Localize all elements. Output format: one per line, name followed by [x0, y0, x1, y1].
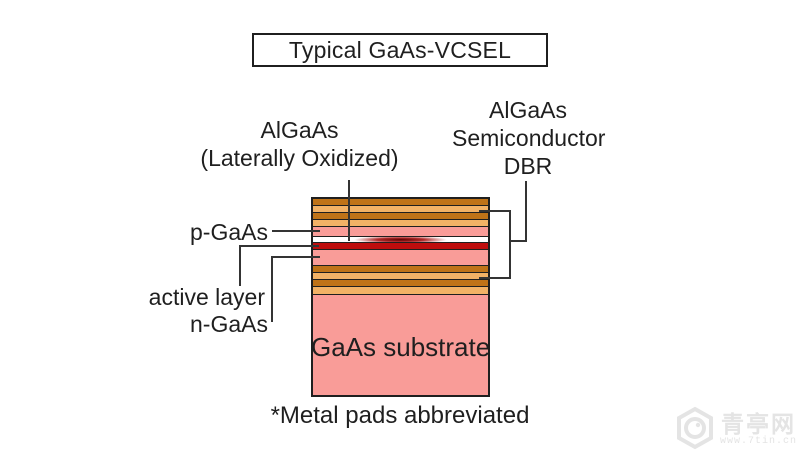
- footnote: *Metal pads abbreviated: [270, 402, 530, 429]
- label-oxidized-line2: (Laterally Oxidized): [200, 145, 399, 171]
- label-p-gaas: p-GaAs: [190, 219, 268, 245]
- layer-dbr-top-dark-2: [313, 213, 488, 220]
- label-semiconductor-dbr: AlGaAs Semiconductor DBR: [452, 96, 606, 180]
- layer-dbr-bottom-dark-1: [313, 266, 488, 273]
- label-active-layer: active layer: [148, 284, 265, 310]
- label-dbr-line2: Semiconductor: [452, 125, 606, 151]
- dbr-label-horizontal: [509, 240, 527, 242]
- layer-active-layer: [313, 243, 488, 250]
- label-dbr-line1: AlGaAs: [489, 97, 567, 123]
- n-gaas-pointer-vertical: [271, 256, 273, 322]
- label-dbr-line3: DBR: [503, 153, 553, 179]
- vcsel-layer-stack: [311, 197, 490, 397]
- label-oxidized-algaas: AlGaAs (Laterally Oxidized): [157, 116, 442, 172]
- watermark: 青亭网 www.7tin.cn: [674, 406, 797, 455]
- layer-dbr-top-dark-1: [313, 199, 488, 206]
- dbr-label-vertical: [525, 181, 527, 242]
- page-title: Typical GaAs-VCSEL: [288, 36, 512, 63]
- watermark-text: 青亭网 www.7tin.cn: [720, 412, 797, 448]
- watermark-site-name: 青亭网: [721, 411, 796, 437]
- watermark-site-url: www.7tin.cn: [720, 436, 798, 447]
- dbr-bracket-tick-top: [479, 210, 511, 212]
- layer-dbr-top-light-1: [313, 206, 488, 213]
- label-n-gaas: n-GaAs: [190, 311, 268, 337]
- dbr-bracket-tick-bottom: [479, 277, 511, 279]
- layer-oxide-aperture: [313, 237, 488, 243]
- active-layer-pointer-vertical: [239, 245, 241, 286]
- layer-p-gaas: [313, 227, 488, 237]
- layer-n-gaas: [313, 250, 488, 266]
- watermark-lens-icon: [674, 406, 716, 455]
- substrate-label: GaAs substrate: [311, 332, 491, 362]
- p-gaas-pointer-line: [272, 230, 320, 232]
- dbr-bracket-vertical: [509, 210, 511, 279]
- layer-dbr-bottom-dark-2: [313, 280, 488, 287]
- layer-dbr-bottom-light-2: [313, 287, 488, 295]
- title-box: Typical GaAs-VCSEL: [252, 33, 548, 67]
- layer-dbr-top-light-2: [313, 220, 488, 227]
- active-layer-pointer-horizontal: [239, 245, 319, 247]
- label-oxidized-line1: AlGaAs: [260, 117, 339, 143]
- oxidized-pointer-vertical: [348, 180, 350, 241]
- layer-substrate: [313, 295, 488, 395]
- layer-dbr-bottom-light-1: [313, 273, 488, 280]
- n-gaas-pointer-horizontal: [271, 256, 320, 258]
